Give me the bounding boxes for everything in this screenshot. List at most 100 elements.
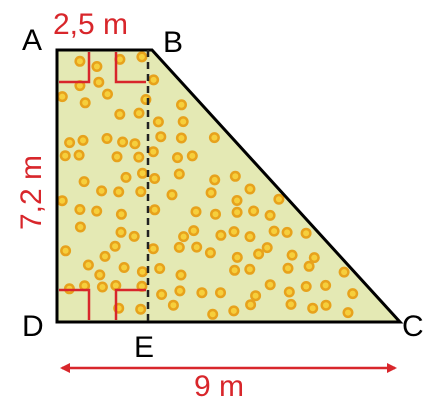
flower-icon <box>155 131 167 143</box>
flower-icon <box>347 288 359 300</box>
flower-icon <box>282 262 294 274</box>
flower-icon <box>178 231 190 243</box>
flower-icon <box>59 150 71 162</box>
flower-icon <box>215 287 226 299</box>
measure-label-ab: 2,5 m <box>53 8 128 41</box>
flower-icon <box>96 281 108 293</box>
flower-icon <box>115 226 127 238</box>
flower-icon <box>74 204 86 215</box>
flower-icon <box>147 243 159 255</box>
flower-icon <box>154 263 166 274</box>
flower-icon <box>209 174 221 186</box>
flower-icon <box>136 51 148 63</box>
flower-icon <box>74 55 86 67</box>
flower-icon <box>177 116 189 128</box>
flower-icon <box>133 151 145 163</box>
flower-icon <box>135 303 147 315</box>
flower-icon <box>91 205 103 217</box>
flower-icon <box>64 137 76 149</box>
flower-icon <box>175 269 187 281</box>
flower-icon <box>140 94 152 105</box>
flower-icon <box>191 241 203 253</box>
flower-icon <box>273 193 285 205</box>
flower-icon <box>101 133 113 144</box>
flower-icon <box>174 285 186 297</box>
flower-icon <box>133 107 145 119</box>
flower-icon <box>303 260 315 272</box>
flower-icon <box>300 281 312 292</box>
flower-icon <box>207 308 219 320</box>
flower-icon <box>173 168 185 180</box>
flower-icon <box>300 227 312 239</box>
flower-icon <box>208 132 220 144</box>
flower-icon <box>248 205 260 217</box>
measure-label-dc: 9 m <box>194 370 244 403</box>
flower-icon <box>78 176 90 188</box>
flower-icon <box>281 226 293 238</box>
flower-icon <box>320 279 332 291</box>
vertex-label-e: E <box>134 331 154 364</box>
flower-icon <box>283 286 295 298</box>
flower-icon <box>196 287 208 299</box>
flower-icon <box>264 279 276 291</box>
flower-icon <box>166 189 178 201</box>
flower-icon <box>190 206 202 218</box>
flower-icon <box>128 230 140 242</box>
flower-icon <box>117 136 129 148</box>
flower-icon <box>82 259 94 271</box>
flower-icon <box>118 262 130 273</box>
flower-icon <box>109 240 121 252</box>
flower-icon <box>244 263 256 275</box>
flower-icon <box>210 208 221 220</box>
flower-icon <box>228 305 240 317</box>
flower-icon <box>261 242 273 254</box>
flower-icon <box>231 206 243 218</box>
flower-icon <box>94 269 106 281</box>
flower-icon <box>149 173 161 184</box>
flower-icon <box>175 132 187 144</box>
flower-icon <box>172 152 183 164</box>
right-angle-marks <box>59 52 146 320</box>
flower-icon <box>167 299 179 311</box>
right-angle-a <box>59 52 91 84</box>
flower-icon <box>136 266 148 278</box>
flower-icon <box>137 167 148 179</box>
flower-icon <box>111 151 123 163</box>
flower-icon <box>228 226 240 238</box>
flower-icon <box>60 245 72 257</box>
flower-icon <box>79 280 91 292</box>
flower-icon <box>286 249 298 261</box>
flower-icon <box>148 74 160 86</box>
flower-icon <box>113 186 125 198</box>
right-angle-e <box>114 288 146 320</box>
trapezoid-outline <box>55 48 404 324</box>
flower-icon <box>268 225 280 237</box>
flower-icon <box>57 91 68 103</box>
right-angle-b <box>114 52 146 84</box>
vertex-label-b: B <box>163 26 183 59</box>
flower-icon <box>188 225 200 237</box>
flower-icon <box>231 251 243 263</box>
flower-icon <box>215 229 227 241</box>
flower-icon <box>338 266 350 278</box>
flower-icon <box>244 231 256 243</box>
vertex-label-a: A <box>22 24 42 57</box>
flower-icon <box>244 183 256 195</box>
flower-icon <box>285 298 297 310</box>
flower-icon <box>229 264 241 276</box>
flower-icon <box>149 204 161 216</box>
flower-icon <box>77 134 89 146</box>
right-angle-d <box>59 288 91 320</box>
flower-icon <box>264 209 276 221</box>
flower-icon <box>96 185 108 197</box>
flower-icon <box>229 170 241 182</box>
flower-icon <box>129 138 141 150</box>
flower-icon <box>205 187 217 199</box>
measure-label-ad: 7,2 m <box>15 155 48 230</box>
flower-icon <box>73 149 85 161</box>
flower-icon <box>253 248 265 260</box>
flower-icon <box>245 299 257 311</box>
flower-icon <box>79 97 91 109</box>
flower-icon <box>204 247 216 259</box>
